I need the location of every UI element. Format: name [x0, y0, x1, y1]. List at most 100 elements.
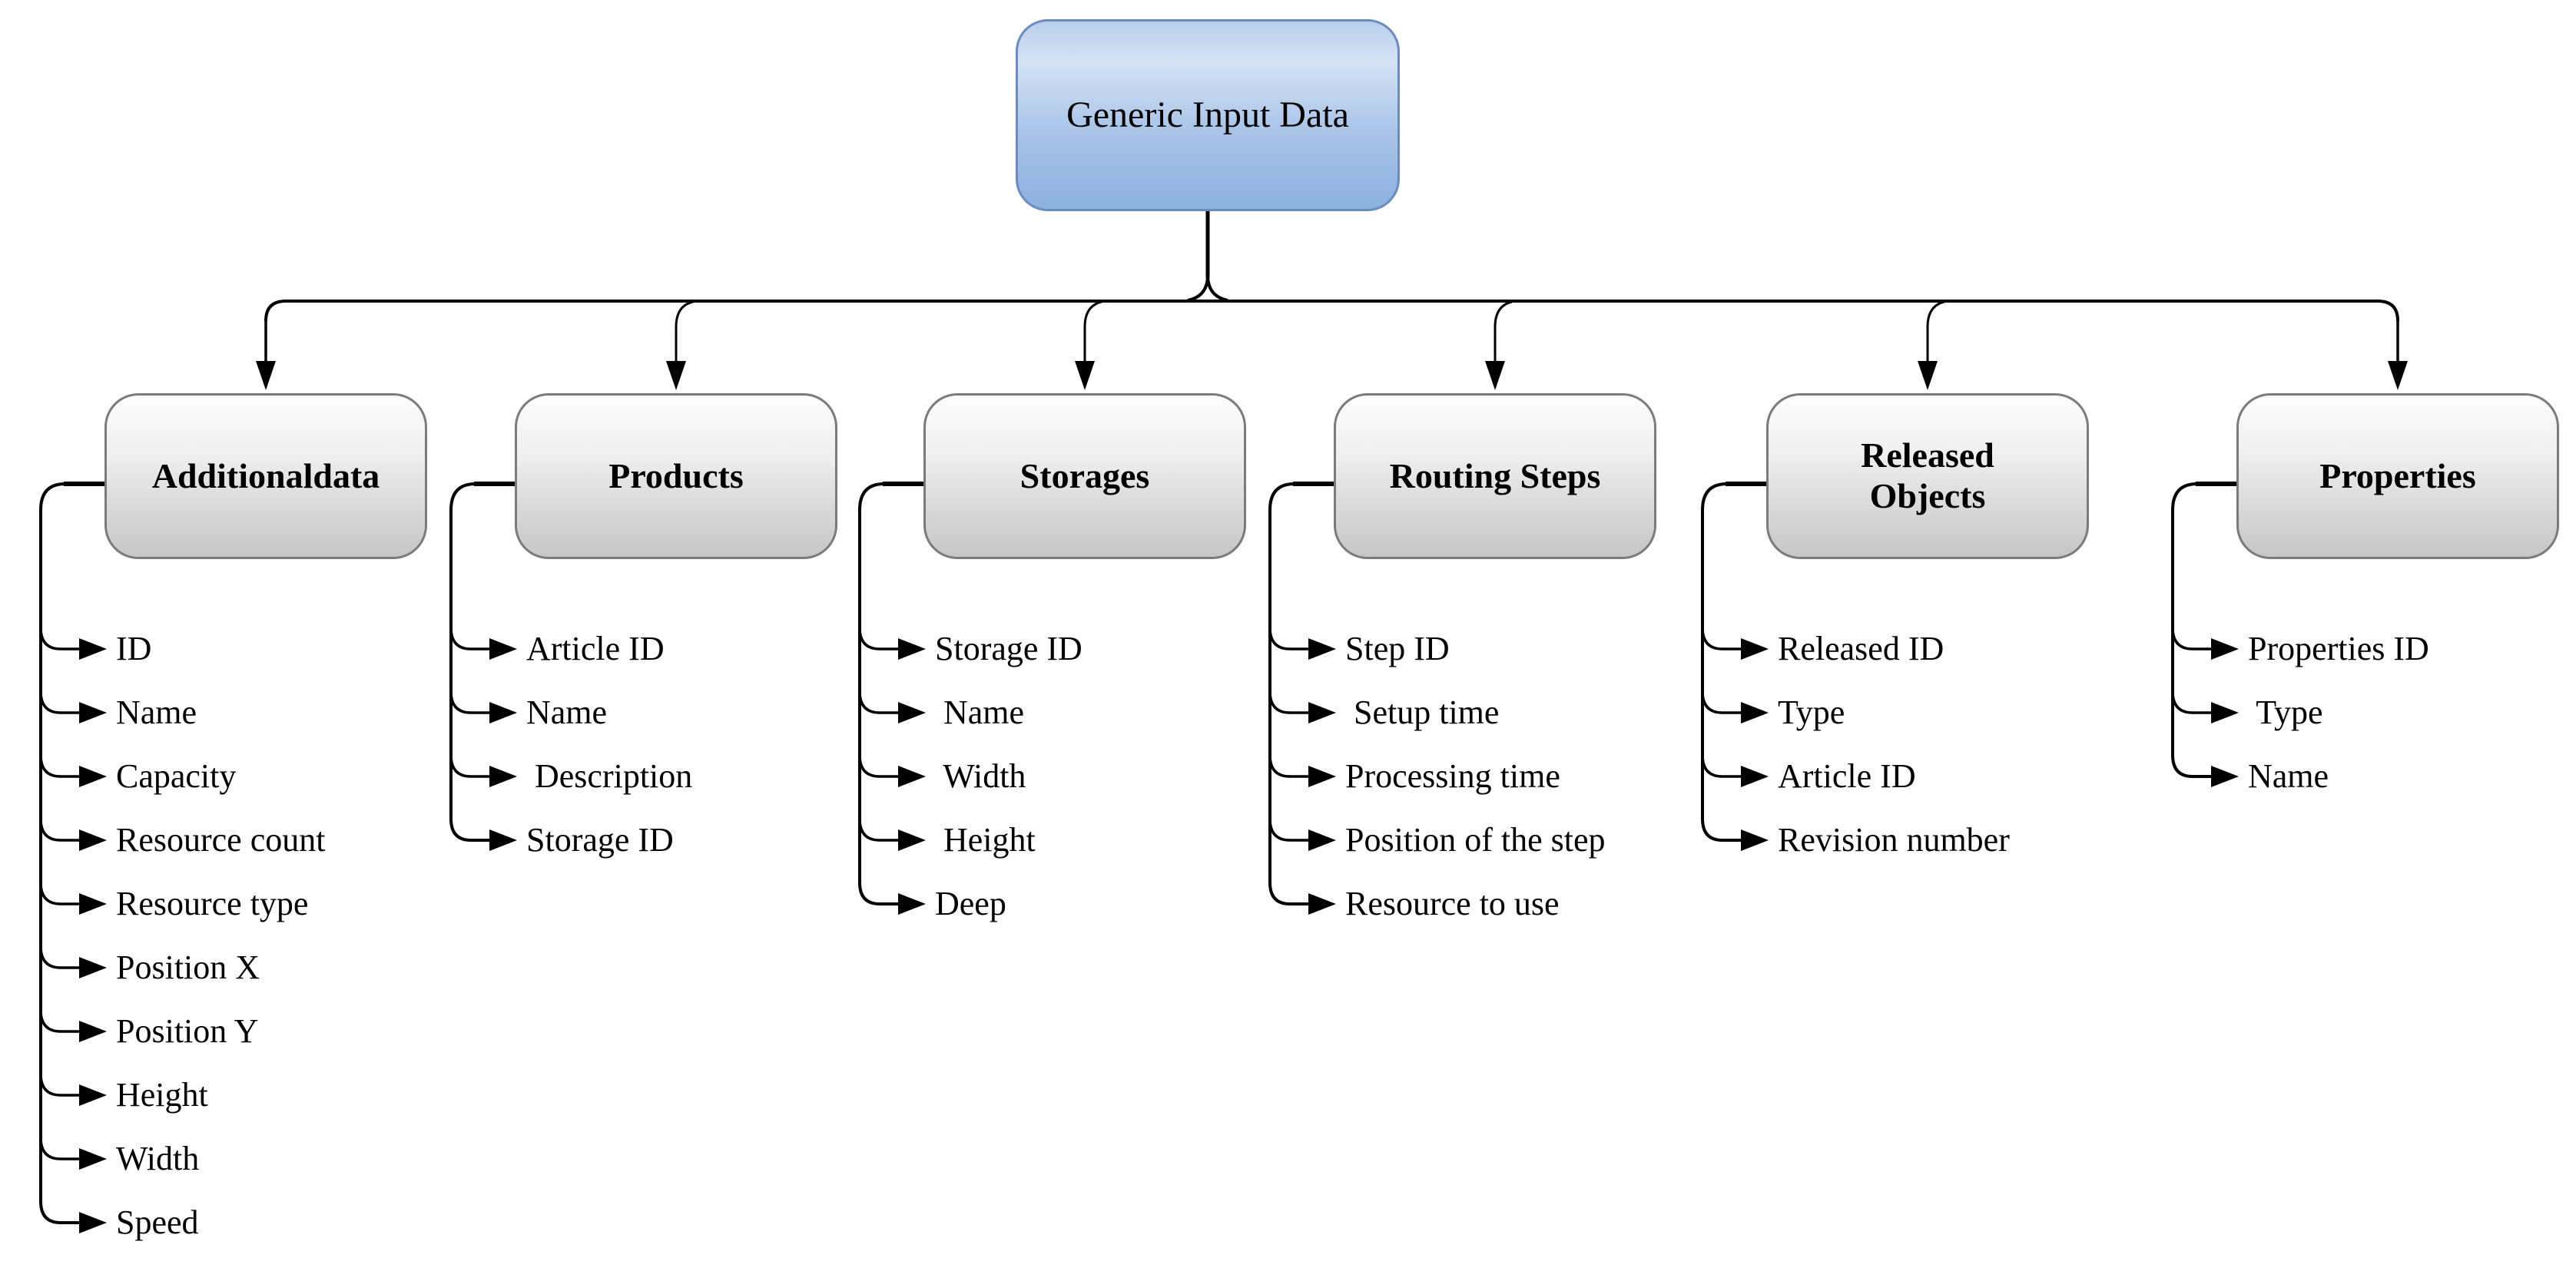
branch-line	[858, 690, 900, 714]
arrowhead-right-icon	[898, 766, 926, 787]
spine-line	[1701, 482, 1742, 842]
node-properties: Properties	[2236, 393, 2559, 559]
branch-line	[858, 754, 900, 778]
attribute-label-article-id: Article ID	[526, 630, 665, 667]
node-additionaldata: Additionaldata	[104, 393, 427, 559]
drop-line	[1926, 300, 1945, 363]
attribute-label-resource-to-use: Resource to use	[1345, 885, 1560, 922]
arrowhead-right-icon	[79, 766, 107, 787]
branch-line	[858, 818, 900, 842]
node-title: Properties	[2319, 455, 2476, 495]
arrowhead-right-icon	[898, 702, 926, 723]
branch-line	[39, 1137, 81, 1160]
branch-line	[1268, 818, 1310, 842]
attribute-label-step-id: Step ID	[1345, 630, 1450, 667]
spine-line	[858, 482, 900, 905]
arrowhead-right-icon	[79, 702, 107, 723]
spine-line	[2171, 482, 2213, 778]
node-title: Additionaldata	[151, 455, 380, 495]
attribute-label-name: Name	[116, 694, 197, 731]
arrowhead-right-icon	[489, 638, 517, 660]
arrowhead-right-icon	[1741, 766, 1769, 787]
attribute-label-name: Name	[935, 694, 1025, 731]
arrowhead-right-icon	[79, 957, 107, 978]
trunk-line	[264, 300, 2399, 322]
arrowhead-right-icon	[489, 829, 517, 851]
attribute-label-properties-id: Properties ID	[2248, 630, 2429, 667]
fork-left-line	[1187, 274, 1209, 302]
arrowhead-right-icon	[898, 638, 926, 660]
branch-line	[39, 1073, 81, 1097]
branch-line	[39, 882, 81, 905]
attribute-label-storage-id: Storage ID	[526, 821, 674, 859]
node-title: Storages	[1019, 455, 1150, 495]
arrowhead-right-icon	[79, 829, 107, 851]
arrowhead-down-icon	[2388, 361, 2408, 390]
arrowhead-down-icon	[1918, 361, 1938, 390]
branch-line	[39, 627, 81, 651]
fork-right-line	[1206, 274, 1228, 302]
drop-line	[1083, 300, 1102, 363]
root-node-title: Generic Input Data	[1066, 94, 1349, 135]
drop-line	[675, 300, 694, 363]
attribute-label-position-x: Position X	[116, 949, 260, 986]
branch-line	[449, 627, 491, 651]
attribute-label-width: Width	[935, 757, 1026, 795]
attribute-label-name: Name	[2248, 757, 2329, 795]
arrowhead-down-icon	[666, 361, 686, 390]
branch-line	[1268, 627, 1310, 651]
arrowhead-right-icon	[79, 1212, 107, 1233]
arrowhead-right-icon	[79, 1148, 107, 1170]
attribute-label-revision-number: Revision number	[1778, 821, 2010, 859]
branch-line	[1701, 690, 1742, 714]
attribute-label-type: Type	[1778, 694, 1845, 731]
attribute-label-released-id: Released ID	[1778, 630, 1944, 667]
arrowhead-right-icon	[79, 893, 107, 915]
arrowhead-right-icon	[1741, 638, 1769, 660]
arrowhead-right-icon	[1308, 638, 1336, 660]
arrowhead-down-icon	[256, 361, 276, 390]
branch-line	[39, 945, 81, 969]
branch-line	[2171, 690, 2213, 714]
attribute-label-resource-type: Resource type	[116, 885, 309, 922]
spine-line	[449, 482, 491, 842]
arrowhead-right-icon	[898, 893, 926, 915]
attribute-label-setup-time: Setup time	[1345, 694, 1500, 731]
arrowhead-right-icon	[2211, 766, 2239, 787]
attribute-label-resource-count: Resource count	[116, 821, 326, 859]
branch-line	[39, 1009, 81, 1033]
branch-line	[1701, 627, 1742, 651]
arrowhead-right-icon	[2211, 638, 2239, 660]
attribute-label-deep: Deep	[935, 885, 1006, 922]
attribute-label-name: Name	[526, 694, 608, 731]
arrowhead-right-icon	[489, 702, 517, 723]
attribute-label-capacity: Capacity	[116, 757, 237, 795]
arrowhead-right-icon	[1308, 829, 1336, 851]
arrowhead-right-icon	[79, 1021, 107, 1042]
branch-line	[1701, 754, 1742, 778]
node-title: Routing Steps	[1389, 455, 1601, 495]
node-title: Products	[608, 455, 744, 495]
arrowhead-right-icon	[79, 1084, 107, 1106]
branch-line	[39, 690, 81, 714]
branch-line	[1268, 754, 1310, 778]
branch-line	[449, 754, 491, 778]
attribute-label-id: ID	[116, 630, 152, 667]
arrowhead-right-icon	[489, 766, 517, 787]
node-storages: Storages	[923, 393, 1246, 559]
drop-line	[1494, 300, 1513, 363]
arrowhead-right-icon	[79, 638, 107, 660]
branch-line	[2171, 627, 2213, 651]
node-routing-steps: Routing Steps	[1334, 393, 1656, 559]
arrowhead-right-icon	[1741, 829, 1769, 851]
branch-line	[1268, 690, 1310, 714]
branch-line	[449, 690, 491, 714]
arrowhead-down-icon	[1075, 361, 1095, 390]
node-products: Products	[515, 393, 837, 559]
attribute-label-processing-time: Processing time	[1345, 757, 1560, 795]
node-generic-input-data: Generic Input Data	[1016, 19, 1400, 211]
attribute-label-width: Width	[116, 1140, 200, 1177]
arrowhead-right-icon	[1308, 766, 1336, 787]
